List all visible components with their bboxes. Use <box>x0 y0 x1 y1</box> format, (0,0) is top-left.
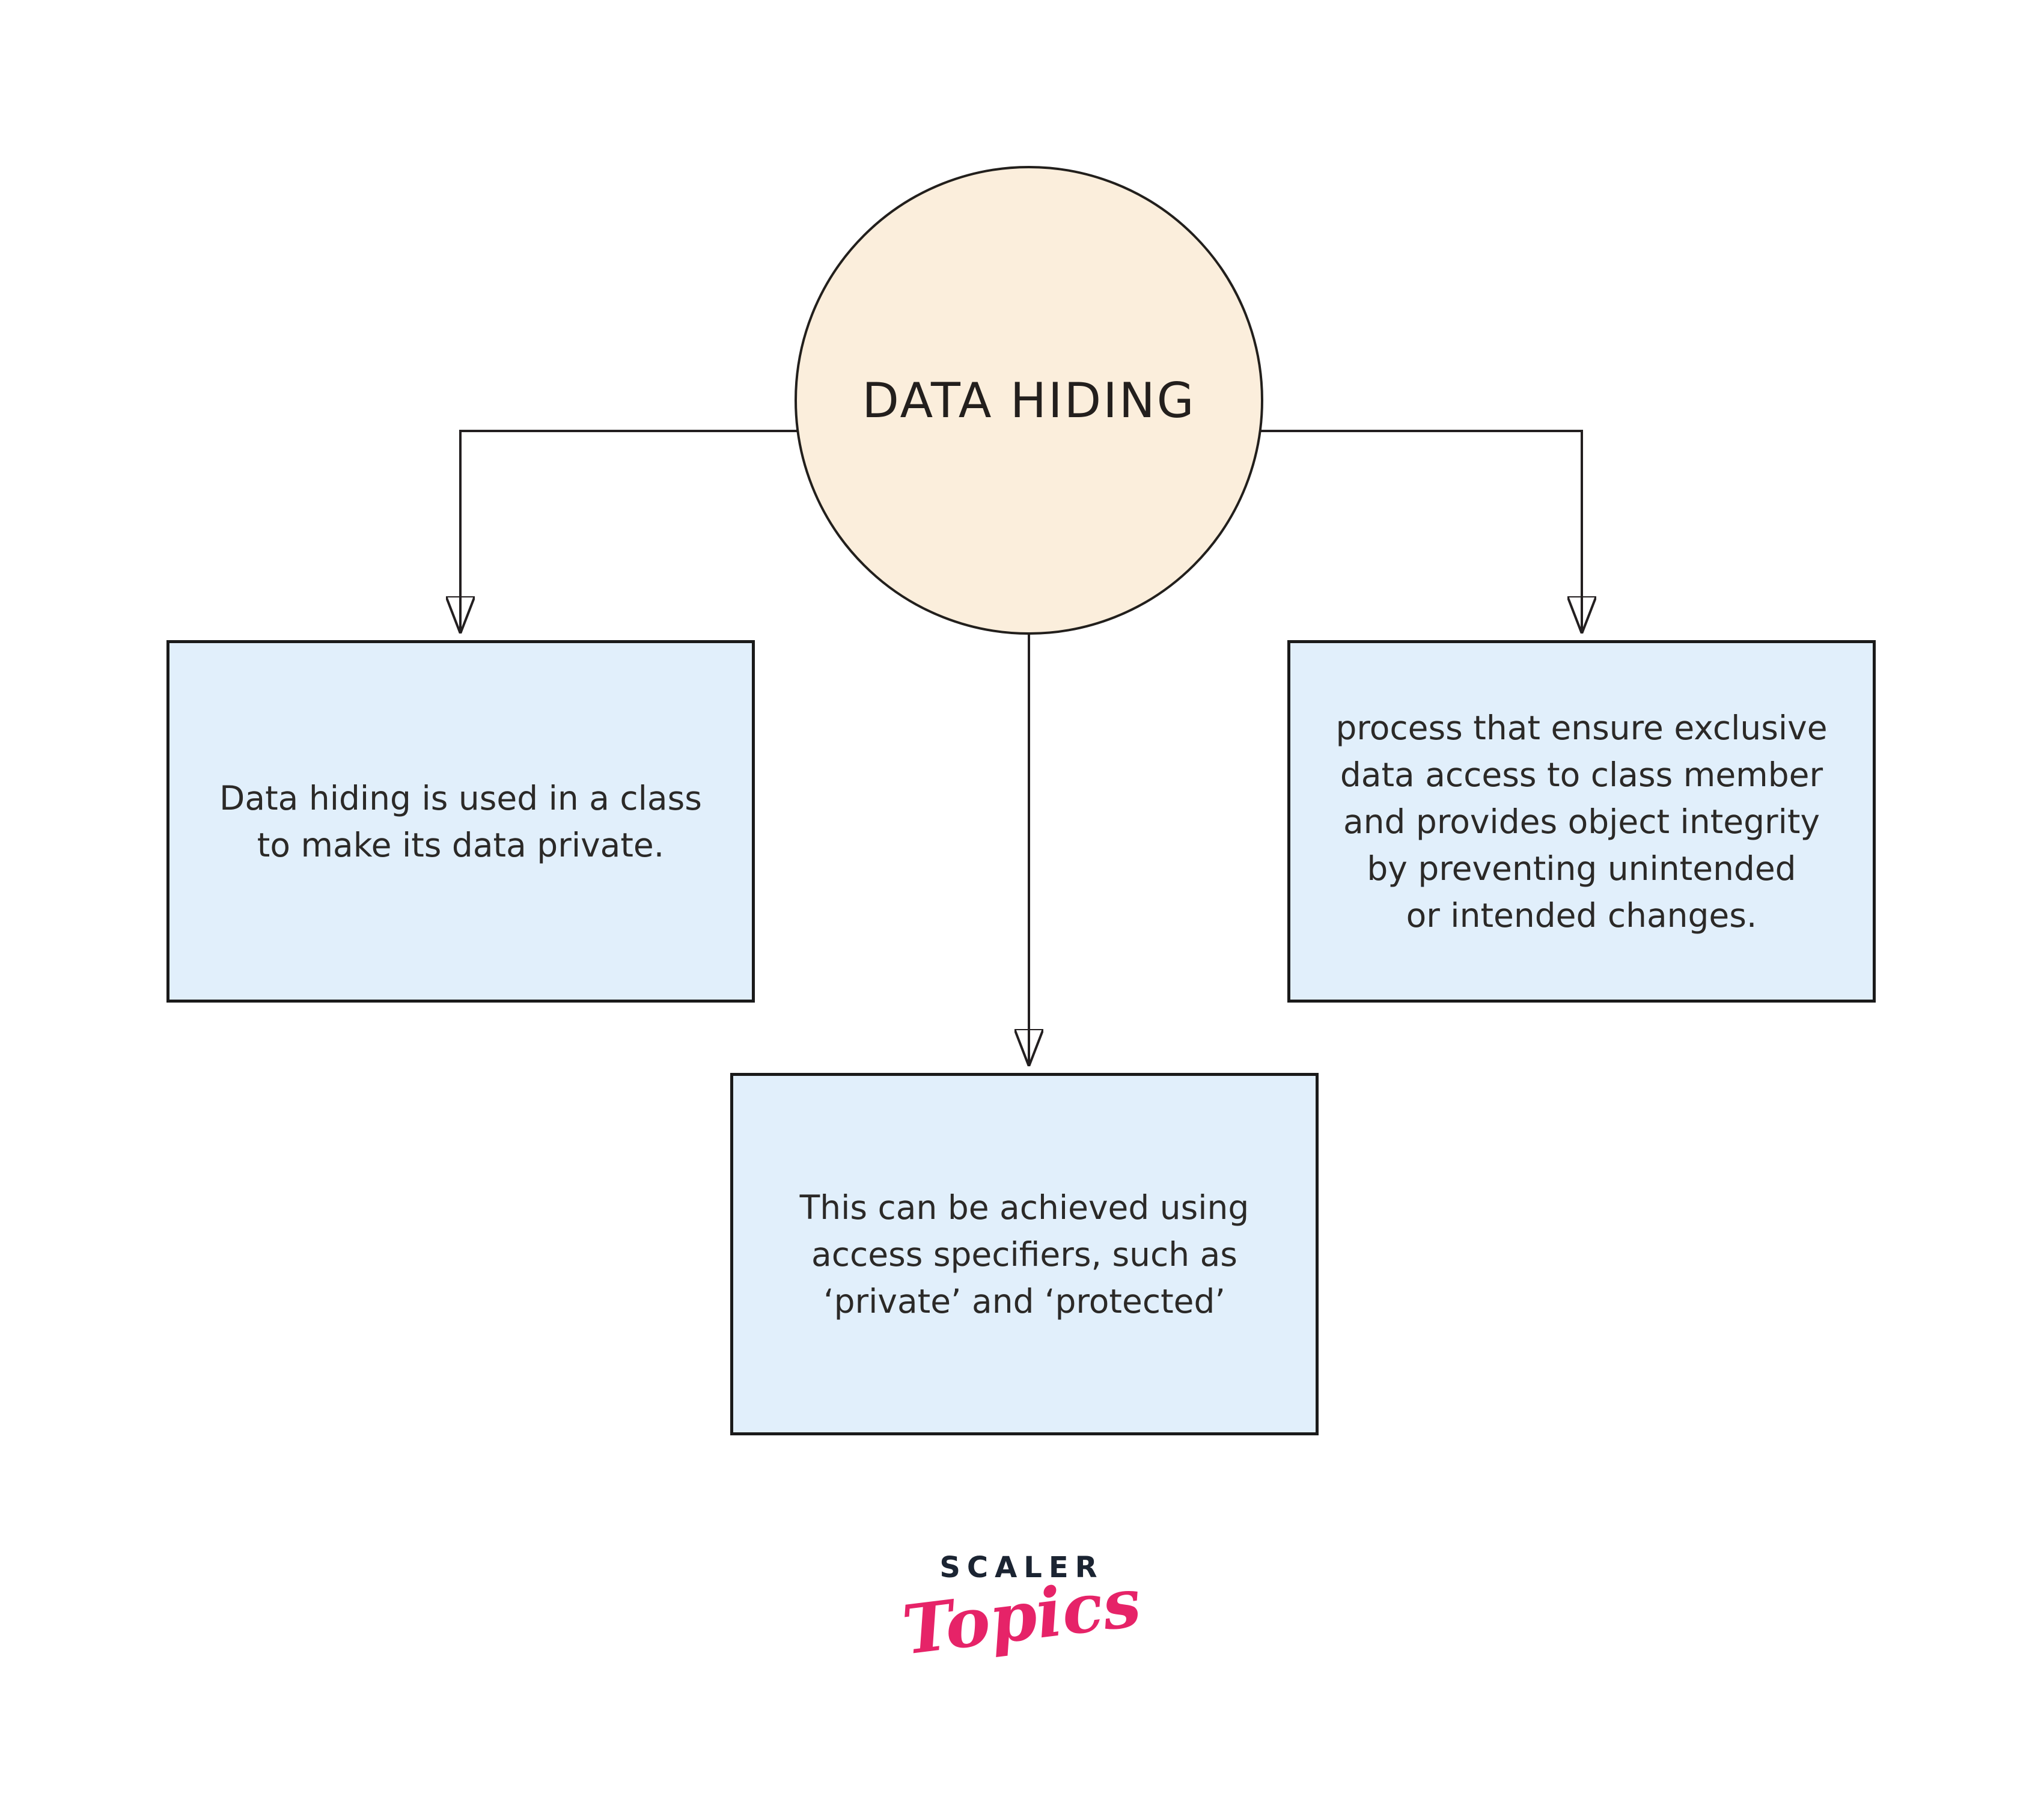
scaler-wordmark: SCALER <box>939 1551 1104 1584</box>
connector-left-arrow <box>460 430 798 632</box>
data-hiding-node: DATA HIDING <box>795 166 1263 635</box>
definition-box-bottom: This can be achieved using access specif… <box>730 1073 1319 1435</box>
data-hiding-label: DATA HIDING <box>862 372 1196 429</box>
definition-box-left-text: Data hiding is used in a class to make i… <box>219 778 702 864</box>
definition-box-right-text: process that ensure exclusive data acces… <box>1335 708 1828 935</box>
definition-box-bottom-text: This can be achieved using access specif… <box>799 1188 1249 1321</box>
connector-right-arrow <box>1260 430 1582 632</box>
definition-box-right: process that ensure exclusive data acces… <box>1287 640 1876 1003</box>
definition-box-left: Data hiding is used in a class to make i… <box>166 640 755 1003</box>
scaler-topics-logo: SCALER Topics <box>877 1551 1166 1670</box>
